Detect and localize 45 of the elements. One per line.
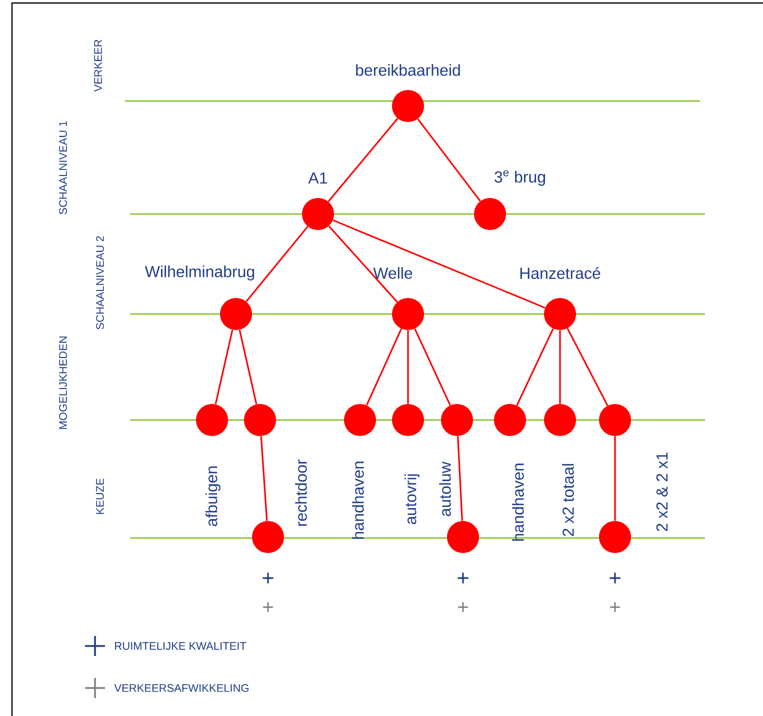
circle-node (441, 404, 473, 436)
option-label: rechtdoor (295, 459, 307, 526)
node-label: bereikbaarheid (356, 64, 460, 76)
level-label: SCHAALNIVEAU 2 (96, 236, 104, 330)
connector-line (457, 436, 463, 521)
node-label: handhaven (352, 462, 364, 539)
option-label: autoluw (439, 462, 451, 516)
circle-node (244, 404, 276, 436)
connector-line (566, 328, 608, 406)
level-label: VERKEER (94, 40, 102, 92)
level-label: KEUZE (96, 478, 104, 514)
node-label: Welle (373, 267, 412, 279)
connector-line (516, 328, 554, 406)
node-label: 2 x2 totaal (562, 464, 574, 536)
plus-sign: + (610, 572, 620, 584)
connector-line (417, 118, 481, 202)
legend-text: VERKEERSAFWIKKELING (114, 684, 248, 692)
plus-sign: + (262, 572, 274, 584)
connector-line (246, 226, 308, 302)
node-label: afbuigen (206, 466, 220, 526)
node-label: 3$^{e}$ brug (494, 170, 546, 186)
plus-sign: + (458, 572, 468, 584)
node-label: autovrij (404, 474, 420, 524)
connector-line (559, 330, 561, 404)
plus-sign: + (263, 602, 273, 612)
plus-sign: + (610, 602, 620, 612)
plus-sign: + (458, 602, 468, 612)
connector-line (407, 330, 409, 404)
connector-line (332, 219, 546, 309)
connector-line (214, 330, 234, 404)
node-label: handhaven (512, 464, 524, 541)
node-label: A1 (308, 172, 327, 184)
connector-line (260, 436, 268, 521)
connector-line (328, 226, 398, 302)
legend-text: RUIMTELIJKE KWALITEIT (115, 642, 246, 650)
node-label: Hanzetracé (520, 267, 600, 279)
connector-line (328, 118, 398, 202)
connector-line (414, 328, 451, 406)
connector-line (614, 436, 616, 521)
node-label: 2 x2 & 2 x1 (656, 452, 668, 531)
level-label: SCHAALNIVEAU 1 (59, 121, 67, 214)
node-label: Wilhelminabrug (144, 266, 254, 280)
connector-line (238, 330, 258, 404)
level-label: MOGELIJKHEDEN (59, 336, 67, 429)
connector-line (366, 328, 402, 406)
